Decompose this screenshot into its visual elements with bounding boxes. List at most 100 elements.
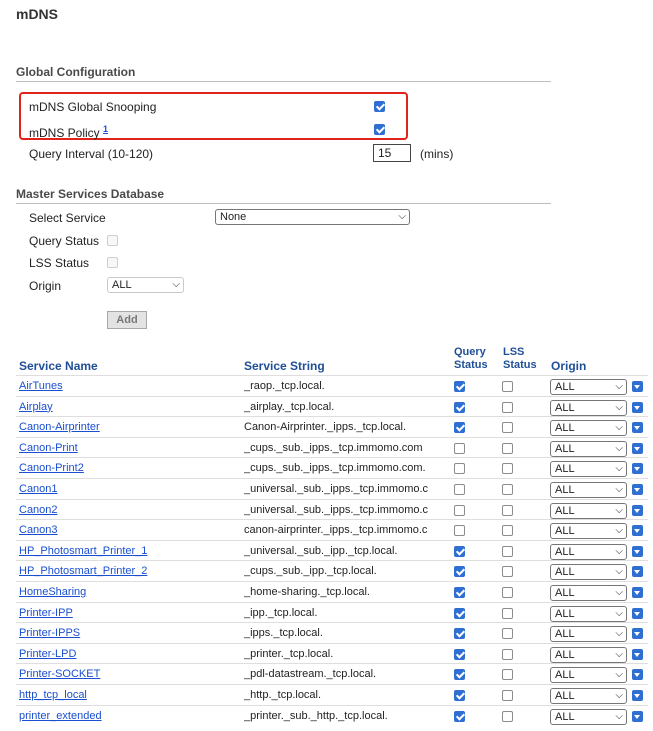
lss-status-checkbox[interactable]: [502, 648, 513, 660]
origin-select[interactable]: ALL⌵: [550, 564, 627, 581]
service-name-link[interactable]: Canon3: [19, 524, 58, 537]
service-name-link[interactable]: Canon-Print: [19, 441, 78, 454]
policy-footnote-link[interactable]: 1: [103, 124, 109, 134]
row-expand-icon[interactable]: [632, 525, 643, 537]
row-expand-icon[interactable]: [632, 710, 643, 722]
lss-status-checkbox[interactable]: [502, 669, 513, 681]
query-status-checkbox[interactable]: [454, 545, 465, 557]
service-name-link[interactable]: HP_Photosmart_Printer_2: [19, 565, 148, 578]
lss-status-checkbox[interactable]: [107, 257, 118, 268]
query-status-checkbox[interactable]: [454, 587, 465, 598]
row-expand-icon[interactable]: [632, 587, 643, 598]
lss-status-checkbox[interactable]: [502, 587, 513, 598]
service-name-link[interactable]: HP_Photosmart_Printer_1: [19, 544, 148, 557]
service-name-link[interactable]: Printer-IPPS: [19, 627, 81, 640]
lss-status-checkbox[interactable]: [502, 628, 513, 640]
lss-status-checkbox[interactable]: [502, 545, 513, 557]
origin-select[interactable]: ALL⌵: [550, 440, 627, 457]
row-expand-icon[interactable]: [632, 648, 643, 660]
row-expand-icon[interactable]: [632, 628, 643, 640]
service-name-link[interactable]: Airplay: [19, 400, 53, 413]
query-status-checkbox[interactable]: [454, 566, 465, 578]
policy-checkbox[interactable]: [374, 124, 385, 135]
origin-select[interactable]: ALL⌵: [550, 420, 627, 437]
row-expand-icon[interactable]: [632, 669, 643, 681]
origin-select[interactable]: ALL⌵: [550, 646, 627, 663]
origin-select[interactable]: ALL⌵: [550, 399, 627, 416]
origin-select-value: ALL: [555, 525, 575, 538]
origin-select-value: ALL: [555, 442, 575, 455]
service-name-link[interactable]: Canon-Print2: [19, 462, 84, 475]
origin-select[interactable]: ALL⌵: [550, 461, 627, 478]
query-status-checkbox[interactable]: [454, 690, 465, 701]
query-status-checkbox[interactable]: [107, 235, 118, 246]
row-expand-icon[interactable]: [632, 463, 643, 475]
row-expand-icon[interactable]: [632, 545, 643, 557]
lss-status-checkbox[interactable]: [502, 525, 513, 537]
service-name-link[interactable]: Canon1: [19, 483, 58, 495]
query-status-checkbox[interactable]: [454, 504, 465, 516]
row-expand-icon[interactable]: [632, 504, 643, 516]
lss-status-checkbox[interactable]: [502, 463, 513, 475]
origin-select[interactable]: ALL⌵: [550, 667, 627, 684]
service-name-link[interactable]: Printer-IPP: [19, 606, 73, 619]
row-divider: [16, 457, 648, 459]
row-expand-icon[interactable]: [632, 381, 643, 392]
lss-status-checkbox[interactable]: [502, 566, 513, 578]
query-status-checkbox[interactable]: [454, 442, 465, 454]
query-status-checkbox[interactable]: [454, 525, 465, 537]
service-name-link[interactable]: Printer-LPD: [19, 647, 77, 660]
row-divider: [16, 663, 648, 665]
origin-select[interactable]: ALL⌵: [550, 708, 627, 725]
service-name-link[interactable]: printer_extended: [19, 709, 102, 722]
query-status-checkbox[interactable]: [454, 669, 465, 681]
query-status-checkbox[interactable]: [454, 422, 465, 434]
query-status-checkbox[interactable]: [454, 710, 465, 722]
query-status-checkbox[interactable]: [454, 607, 465, 619]
origin-select[interactable]: ALL⌵: [550, 379, 627, 395]
query-status-checkbox[interactable]: [454, 381, 465, 392]
origin-select[interactable]: ALL⌵: [550, 605, 627, 622]
query-interval-input[interactable]: 15: [373, 144, 411, 162]
origin-value: ALL: [112, 279, 132, 291]
query-status-checkbox[interactable]: [454, 628, 465, 640]
lss-status-checkbox[interactable]: [502, 442, 513, 454]
service-name-link[interactable]: Printer-SOCKET: [19, 668, 101, 681]
origin-select[interactable]: ALL⌵: [550, 688, 627, 704]
row-expand-icon[interactable]: [632, 484, 643, 495]
service-name-link[interactable]: Canon-Airprinter: [19, 421, 100, 434]
origin-select[interactable]: ALL⌵: [550, 543, 627, 560]
row-expand-icon[interactable]: [632, 422, 643, 434]
lss-status-checkbox[interactable]: [502, 690, 513, 701]
row-expand-icon[interactable]: [632, 607, 643, 619]
lss-status-checkbox[interactable]: [502, 381, 513, 392]
query-status-checkbox[interactable]: [454, 648, 465, 660]
row-expand-icon[interactable]: [632, 690, 643, 701]
query-status-checkbox[interactable]: [454, 401, 465, 413]
service-name-link[interactable]: Canon2: [19, 503, 58, 516]
origin-select[interactable]: ALL⌵: [550, 482, 627, 498]
lss-status-checkbox[interactable]: [502, 504, 513, 516]
service-name-link[interactable]: http_tcp_local: [19, 689, 87, 701]
service-name-link[interactable]: AirTunes: [19, 380, 63, 392]
service-name-link[interactable]: HomeSharing: [19, 586, 87, 598]
lss-status-checkbox[interactable]: [502, 484, 513, 495]
lss-status-checkbox[interactable]: [502, 710, 513, 722]
query-status-checkbox[interactable]: [454, 484, 465, 495]
origin-select[interactable]: ALL⌵: [550, 585, 627, 601]
lss-status-checkbox[interactable]: [502, 401, 513, 413]
row-expand-icon[interactable]: [632, 566, 643, 578]
lss-status-checkbox[interactable]: [502, 607, 513, 619]
snooping-checkbox[interactable]: [374, 101, 385, 112]
origin-select[interactable]: ALL⌵: [550, 626, 627, 643]
lss-status-checkbox[interactable]: [502, 422, 513, 434]
add-button[interactable]: Add: [107, 311, 147, 329]
origin-dropdown[interactable]: ALL ⌵: [107, 277, 184, 293]
row-expand-icon[interactable]: [632, 442, 643, 454]
row-expand-icon[interactable]: [632, 401, 643, 413]
query-status-checkbox[interactable]: [454, 463, 465, 475]
select-service-dropdown[interactable]: None ⌵: [215, 209, 410, 225]
origin-select[interactable]: ALL⌵: [550, 502, 627, 519]
origin-select[interactable]: ALL⌵: [550, 523, 627, 540]
col-header-query-line1: Query: [454, 346, 486, 358]
